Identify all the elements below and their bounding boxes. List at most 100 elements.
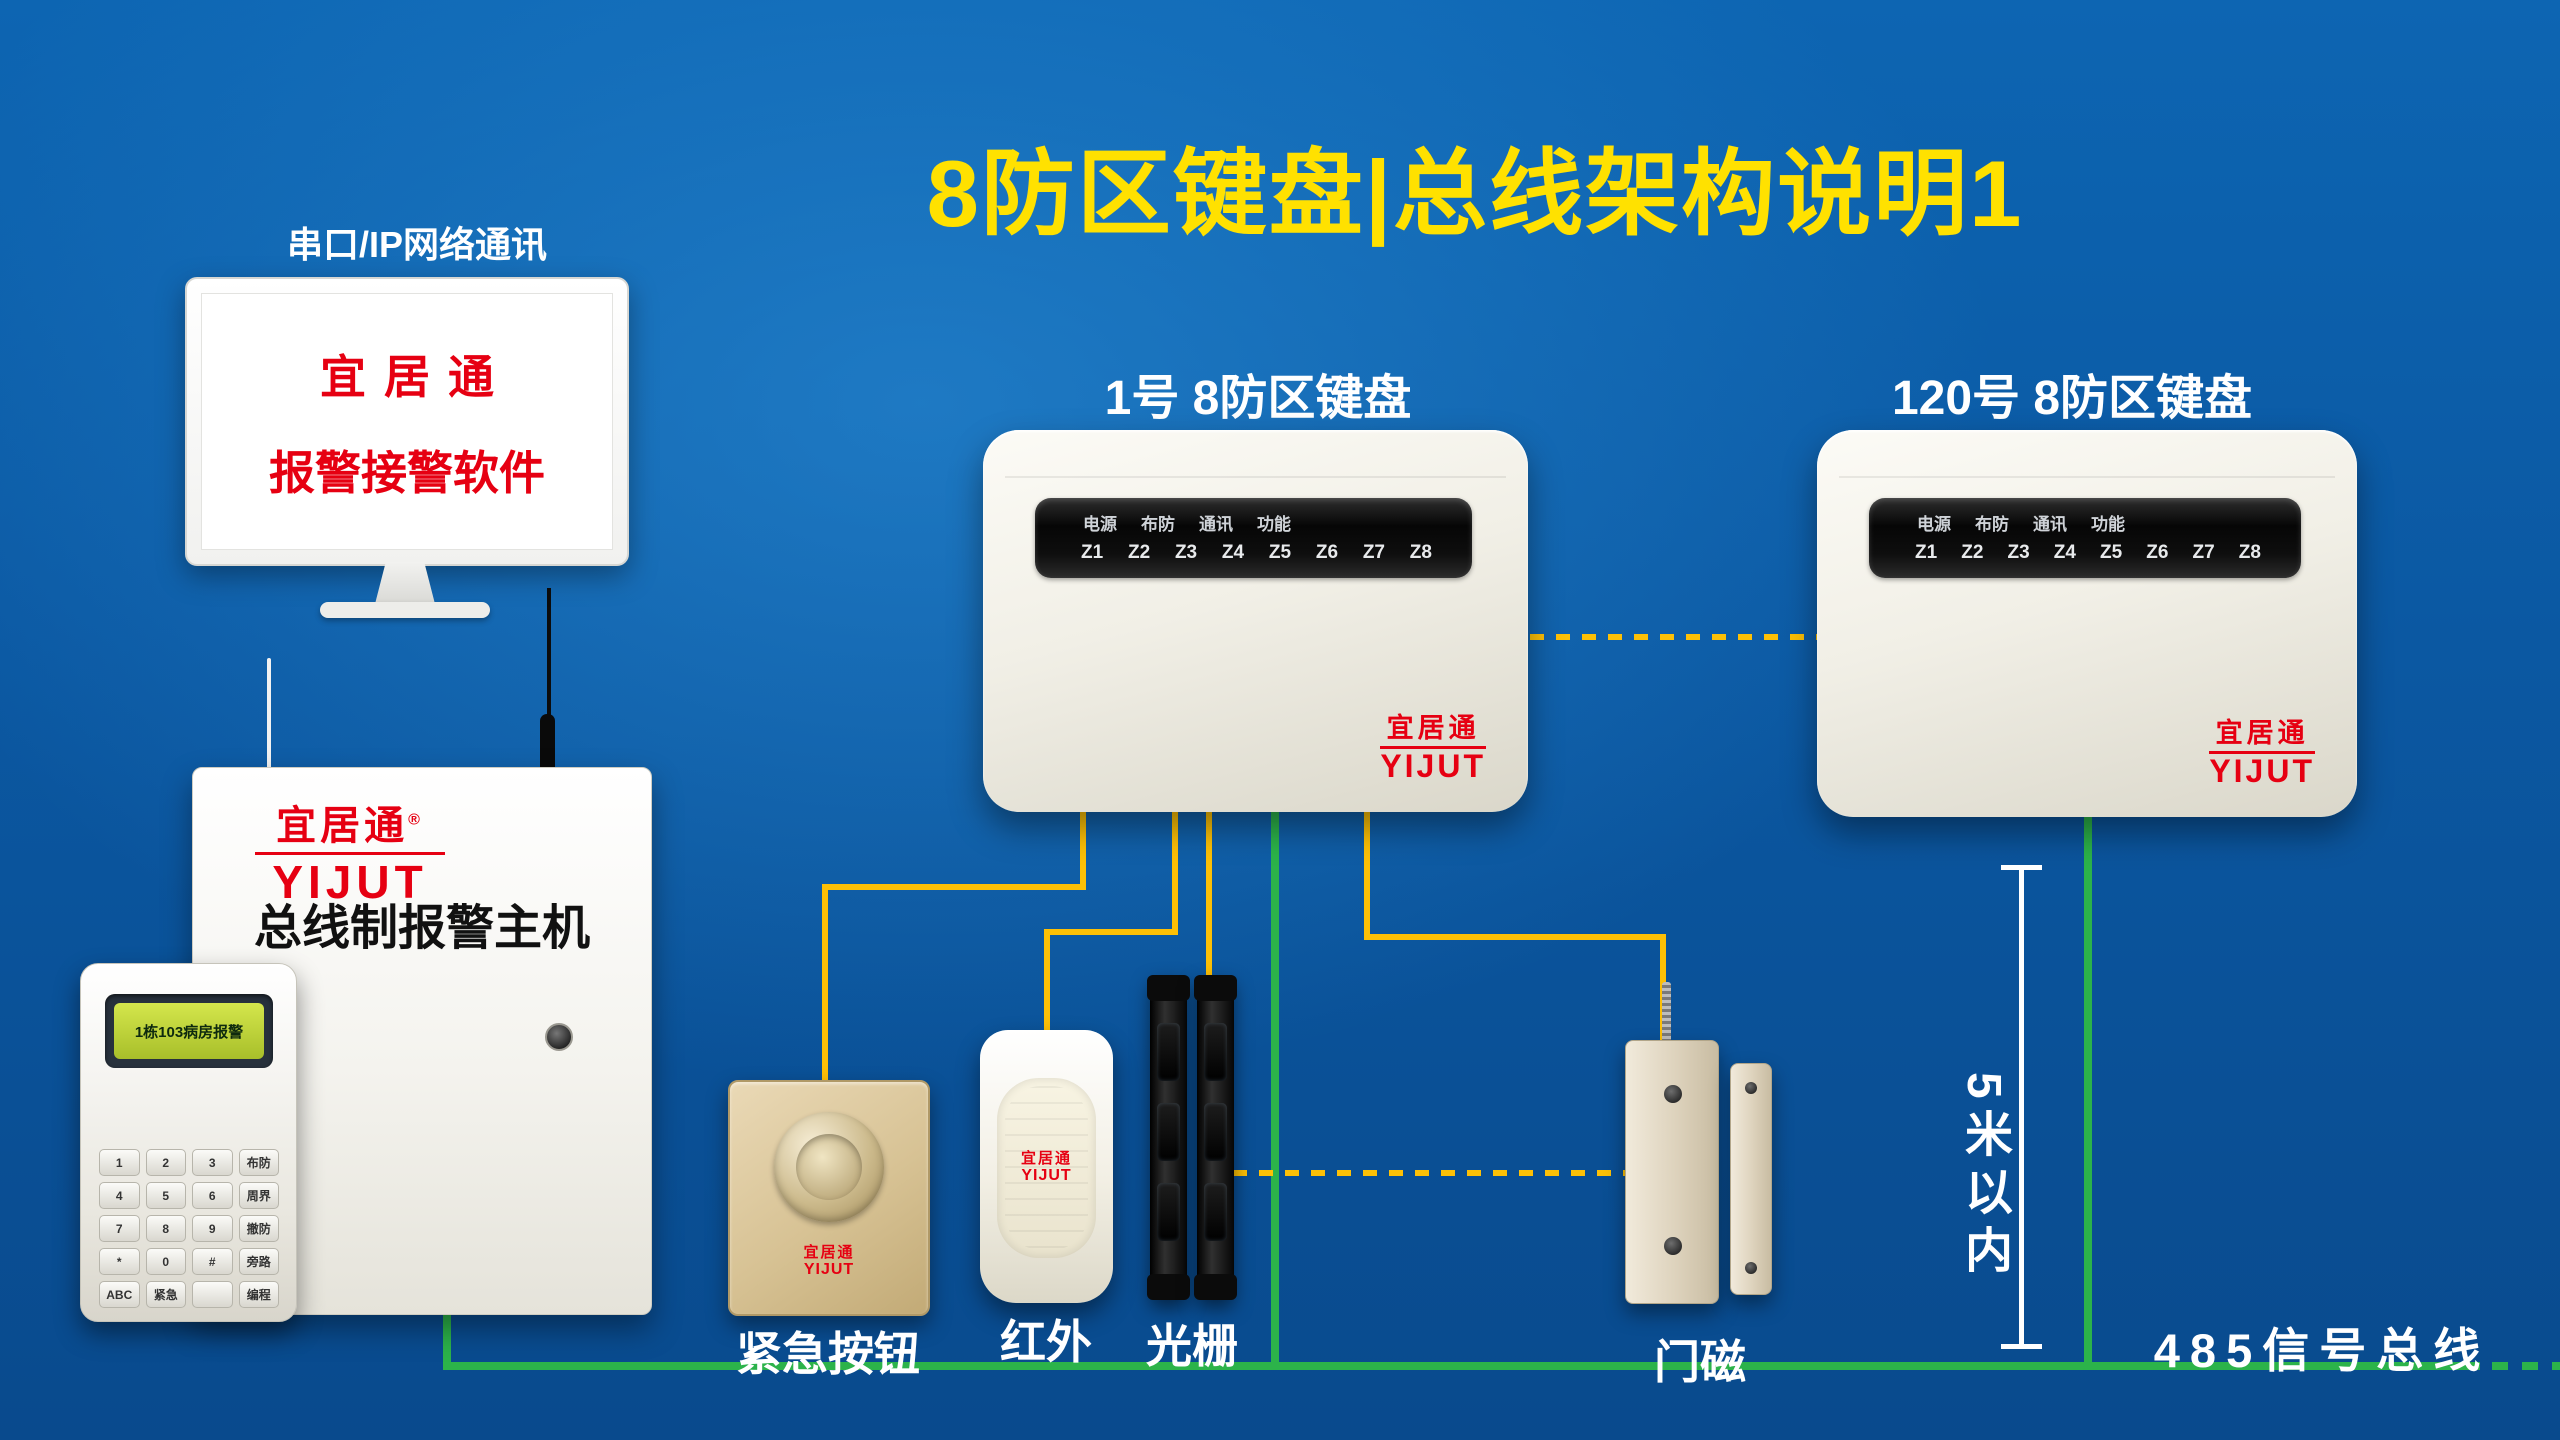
zone-labels: Z1 Z2 Z3 Z4 Z5 Z6 Z7 Z8 <box>1915 542 2261 564</box>
led-power: 电源 <box>1083 515 1117 534</box>
monitor-stand-base <box>320 602 490 618</box>
screw-hole <box>1664 1085 1682 1103</box>
emergency-label: 紧急按钮 <box>736 1328 920 1380</box>
keypad2-brand-logo: 宜居通 YIJUT <box>2209 718 2315 789</box>
zone-z8: Z8 <box>1409 542 1432 563</box>
beam-lens <box>1157 1103 1180 1161</box>
pc-monitor: 宜居通 报警接警软件 <box>185 277 629 566</box>
grating-bar-right <box>1194 975 1237 1300</box>
wire-emergency-v2 <box>822 884 828 1082</box>
doormagnet-label: 门磁 <box>1654 1336 1746 1388</box>
brand-cn: 宜居通 <box>803 1244 855 1261</box>
key-0[interactable]: 0 <box>145 1248 186 1275</box>
bus-wire-host-drop <box>443 1308 451 1368</box>
key-star[interactable]: * <box>99 1248 140 1275</box>
brand-reg-mark: ® <box>408 811 424 829</box>
beam-lens <box>1204 1023 1227 1081</box>
key-hash[interactable]: # <box>192 1248 233 1275</box>
key-6[interactable]: 6 <box>192 1182 233 1209</box>
zone-z1: Z1 <box>1915 542 1938 563</box>
led-arm: 布防 <box>1975 515 2009 534</box>
zone-z6: Z6 <box>2146 542 2169 563</box>
wire-emergency-v1 <box>1080 808 1086 890</box>
brand-en: YIJUT <box>272 856 428 908</box>
beam-lens <box>1204 1103 1227 1161</box>
software-name-line2: 报警接警软件 <box>269 446 545 499</box>
key-blank[interactable] <box>192 1281 233 1308</box>
key-perimeter[interactable]: 周界 <box>238 1182 279 1209</box>
bus-alarm-host: 宜居通® YIJUT 总线制报警主机 <box>192 767 652 1315</box>
beam-lens <box>1157 1183 1180 1241</box>
desktop-keypad: 1栋103病房报警 1 2 3 布防 4 5 6 周界 7 8 9 撤防 * 0… <box>80 963 297 1322</box>
key-7[interactable]: 7 <box>99 1215 140 1242</box>
brand-cn: 宜居通 <box>2209 718 2315 754</box>
brand-cn: 宜居通® <box>255 804 445 855</box>
beam-lens <box>1157 1023 1180 1081</box>
pc-caption: 串口/IP网络通讯 <box>286 224 548 265</box>
zone-z4: Z4 <box>1221 542 1245 563</box>
doormagnet-screw <box>1662 982 1671 1046</box>
brand-cn: 宜居通 <box>1020 1150 1072 1167</box>
wire-infrared-v2 <box>1044 929 1050 1033</box>
pc-monitor-screen: 宜居通 报警接警软件 <box>201 293 613 550</box>
wire-doormagnet-h <box>1364 934 1666 940</box>
emergency-button[interactable] <box>796 1134 862 1200</box>
bus-wire-keypad1-drop <box>1271 806 1279 1366</box>
host-antenna-wire <box>547 588 551 773</box>
led-display-strip: 电源 布防 通讯 功能 Z1 Z2 Z3 Z4 Z5 Z6 Z7 Z8 <box>1869 498 2301 578</box>
zone-z5: Z5 <box>2100 542 2123 563</box>
key-program[interactable]: 编程 <box>238 1281 279 1308</box>
key-arm[interactable]: 布防 <box>238 1149 279 1176</box>
brand-en: YIJUT <box>2209 752 2315 789</box>
zone-keypad-1: 电源 布防 通讯 功能 Z1 Z2 Z3 Z4 Z5 Z6 Z7 Z8 宜居通 … <box>983 430 1528 812</box>
brand-en: YIJUT <box>1021 1167 1072 1185</box>
zone-z3: Z3 <box>1174 542 1198 563</box>
beam-lens <box>1204 1183 1227 1241</box>
zone-z3: Z3 <box>2007 542 2030 563</box>
led-arm: 布防 <box>1141 515 1175 534</box>
key-bypass[interactable]: 旁路 <box>238 1248 279 1275</box>
host-antenna-base <box>540 714 555 770</box>
key-8[interactable]: 8 <box>145 1215 186 1242</box>
key-2[interactable]: 2 <box>145 1149 186 1176</box>
emergency-button-ring[interactable] <box>774 1112 884 1222</box>
lid-seam <box>1005 476 1506 478</box>
bus-wire-keypad2-drop <box>2084 810 2092 1366</box>
wire-infrared-h <box>1044 929 1178 935</box>
keypad1-brand-logo: 宜居通 YIJUT <box>1380 713 1486 784</box>
key-4[interactable]: 4 <box>99 1182 140 1209</box>
bus-label: 485信号总线 <box>2153 1324 2491 1377</box>
keypad-lcd: 1栋103病房报警 <box>114 1003 264 1059</box>
key-disarm[interactable]: 撤防 <box>238 1215 279 1242</box>
zone-keypad-120: 电源 布防 通讯 功能 Z1 Z2 Z3 Z4 Z5 Z6 Z7 Z8 宜居通 … <box>1817 430 2357 817</box>
led-comm: 通讯 <box>2033 515 2067 534</box>
keypad-lcd-frame: 1栋103病房报警 <box>105 994 273 1068</box>
bus-wire-dashed-tail <box>2492 1362 2560 1370</box>
wire-grating-v <box>1206 808 1212 980</box>
zone-z2: Z2 <box>1127 542 1151 563</box>
key-emergency[interactable]: 紧急 <box>145 1281 186 1308</box>
key-3[interactable]: 3 <box>192 1149 233 1176</box>
key-5[interactable]: 5 <box>145 1182 186 1209</box>
zone-z4: Z4 <box>2053 542 2076 563</box>
key-1[interactable]: 1 <box>99 1149 140 1176</box>
brand-en: YIJUT <box>1380 747 1486 784</box>
screw-hole <box>1745 1262 1757 1274</box>
key-abc[interactable]: ABC <box>99 1281 140 1308</box>
key-9[interactable]: 9 <box>192 1215 233 1242</box>
brand-en: YIJUT <box>803 1261 855 1279</box>
lid-seam <box>1839 476 2335 478</box>
grating-label: 光栅 <box>1146 1320 1238 1372</box>
bar-cap-top <box>1147 975 1190 1001</box>
grating-bar-left <box>1147 975 1190 1300</box>
led-power: 电源 <box>1917 515 1951 534</box>
brand-cn: 宜居通 <box>1380 713 1486 749</box>
zone-z7: Z7 <box>2192 542 2215 563</box>
zone-z7: Z7 <box>1362 542 1385 563</box>
wire-emergency-h <box>822 884 1086 890</box>
screw-hole <box>1745 1082 1757 1094</box>
led-comm: 通讯 <box>1199 515 1233 534</box>
software-name-line1: 宜居通 <box>320 350 512 403</box>
host-label: 总线制报警主机 <box>253 902 590 955</box>
